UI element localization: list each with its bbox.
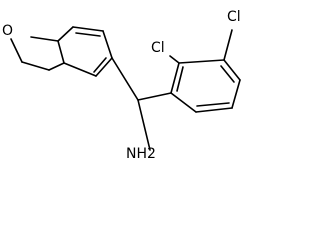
atom-labels: O Cl Cl NH2 xyxy=(2,9,241,162)
bond-c4-c3a xyxy=(63,62,97,77)
bond-c6-c1 xyxy=(170,92,197,113)
oxygen-label: O xyxy=(2,23,13,39)
chlorine-top-label: Cl xyxy=(227,9,241,25)
bond-c5-c4-inner xyxy=(93,57,107,73)
amine-label: NH2 xyxy=(126,146,156,162)
bond-ch-n xyxy=(137,99,151,151)
bond-o-ch2 xyxy=(10,38,23,63)
bond-ch-c1 xyxy=(137,92,172,101)
bond-c7a-c7 xyxy=(57,26,74,42)
bond-c6-c5 xyxy=(102,30,113,59)
chlorine-ortho-label: Cl xyxy=(151,40,165,56)
bond-c5-ch xyxy=(111,57,139,101)
bond-c3-cl xyxy=(223,29,233,61)
bond-c7a-o xyxy=(30,36,59,42)
bond-ch2-c3a xyxy=(48,62,65,71)
bond-c3-c4-inner xyxy=(220,65,235,83)
bond-c1-c2-outer xyxy=(170,62,180,94)
bond-c3-c4-outer xyxy=(223,59,241,81)
structure-diagram: O Cl Cl NH2 xyxy=(2,9,241,162)
bond-c4-c5 xyxy=(231,79,241,109)
bond-c5-c6-inner xyxy=(196,102,230,107)
bond-c3a-c7a xyxy=(57,40,65,64)
bond-ch2-ch2 xyxy=(21,61,50,71)
bond-c2-cl xyxy=(169,55,180,64)
bond-set xyxy=(10,26,241,151)
bond-c1-c2-inner xyxy=(176,66,184,92)
bond-c5-c4-outer xyxy=(95,57,113,77)
bond-c5-c6-outer xyxy=(195,107,233,113)
bond-c7-c6-inner xyxy=(75,32,101,37)
bond-c7-c6-outer xyxy=(72,26,104,32)
bond-c2-c3 xyxy=(178,59,225,64)
